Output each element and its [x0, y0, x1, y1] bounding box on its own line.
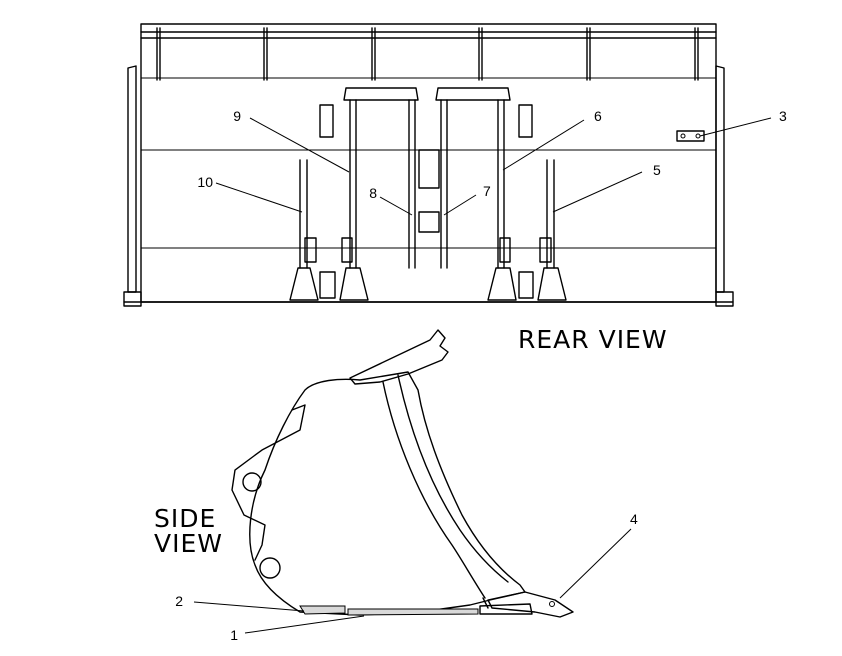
inner-guard-right [487, 237, 517, 301]
top-ribs [156, 27, 699, 81]
id-plate [676, 130, 705, 142]
callout-8: 8 [369, 185, 377, 201]
wear-strip-right [479, 603, 533, 615]
bucket-inner-curve [382, 381, 486, 599]
wear-pad-upper-left [319, 104, 334, 138]
inner-guard-left [339, 237, 369, 301]
wear-strip-left [299, 605, 346, 615]
center-upper-plate [418, 149, 440, 189]
callout-6: 6 [594, 108, 602, 124]
bucket-outline [140, 23, 717, 303]
rear-leaders [215, 117, 772, 216]
mounting-plate [231, 404, 306, 561]
bucket-side-profile [249, 371, 526, 616]
callout-3: 3 [779, 108, 787, 124]
wear-pad-upper-right [518, 104, 533, 138]
spill-guard [349, 329, 449, 385]
outer-guard-right [537, 159, 567, 301]
right-side-plate [715, 65, 725, 293]
bucket-inner-curve-2 [397, 374, 509, 583]
lower-pin-hole [259, 557, 281, 579]
callout-4: 4 [630, 511, 638, 527]
callout-2: 2 [175, 593, 183, 609]
guard-bar-right [435, 87, 511, 269]
right-corner-shoe [715, 291, 734, 307]
left-corner-shoe [123, 291, 142, 307]
side-view-drawing [231, 329, 574, 618]
upper-pin-hole [242, 472, 262, 492]
wear-pad-lower-right [518, 271, 534, 299]
side-view-title-line2: VIEW [154, 529, 223, 558]
rear-view-drawing [123, 23, 734, 307]
wear-pad-lower-left [319, 271, 336, 299]
callout-10: 10 [197, 174, 213, 190]
callout-5: 5 [653, 162, 661, 178]
wear-strip-center [347, 608, 479, 616]
callout-9: 9 [233, 108, 241, 124]
side-view-title-line1: SIDE [154, 504, 216, 533]
edge-seam [482, 597, 489, 609]
rear-view-title: REAR VIEW [518, 325, 668, 354]
callout-1: 1 [230, 627, 238, 643]
center-lower-plate [418, 211, 440, 233]
outer-guard-left [289, 159, 319, 301]
side-leaders [193, 528, 632, 634]
guard-bar-left [343, 87, 419, 269]
tooth-pin [549, 601, 555, 607]
callout-7: 7 [483, 183, 491, 199]
left-side-plate [127, 65, 137, 293]
cutting-tooth [487, 591, 574, 618]
